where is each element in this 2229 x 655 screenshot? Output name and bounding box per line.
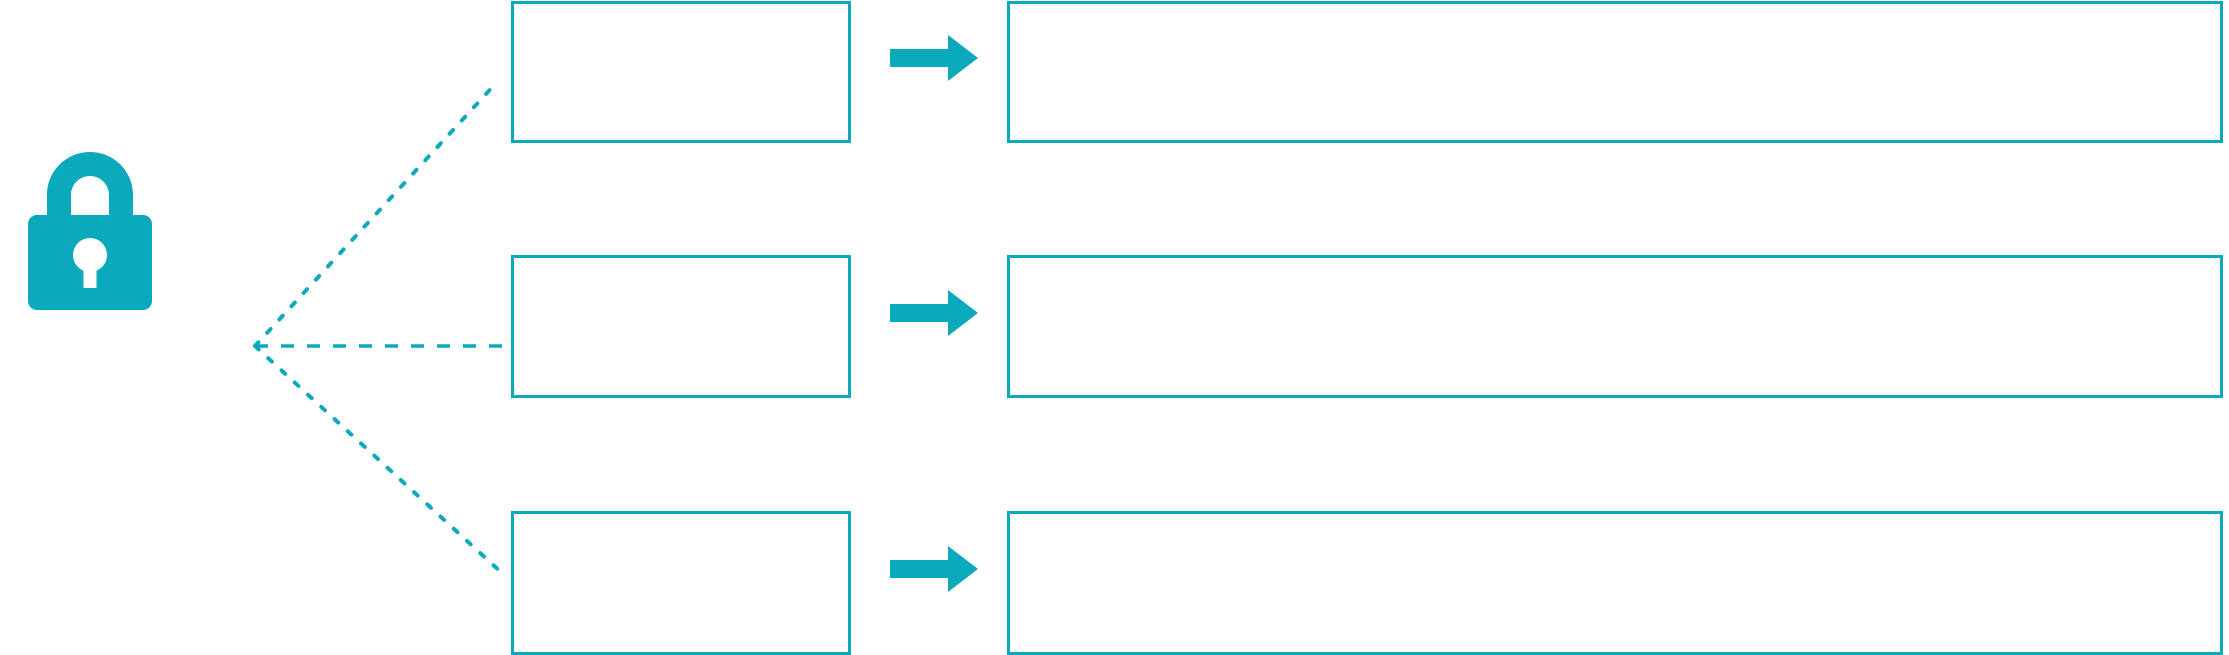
- row-3-right-box-label: [1010, 514, 2220, 534]
- arrow-right-icon: [890, 290, 978, 336]
- connector-to-row-3: [253, 344, 505, 576]
- row-2-left-box[interactable]: [511, 255, 851, 398]
- row-2-right-box-label: [1010, 258, 2220, 278]
- row-3-right-box[interactable]: [1007, 511, 2223, 655]
- connector-to-row-1: [253, 80, 499, 348]
- row-1-left-box[interactable]: [511, 1, 851, 143]
- arrow-right-icon: [890, 35, 978, 81]
- row-3-left-box-label: [514, 514, 848, 534]
- arrow-right-icon: [890, 546, 978, 592]
- row-2-right-box[interactable]: [1007, 255, 2223, 398]
- row-1-right-box-label: [1010, 4, 2220, 24]
- row-1-left-box-label: [514, 4, 848, 24]
- row-1-right-box[interactable]: [1007, 1, 2223, 143]
- row-2-left-box-label: [514, 258, 848, 278]
- lock-icon: [28, 152, 152, 310]
- row-3-left-box[interactable]: [511, 511, 851, 655]
